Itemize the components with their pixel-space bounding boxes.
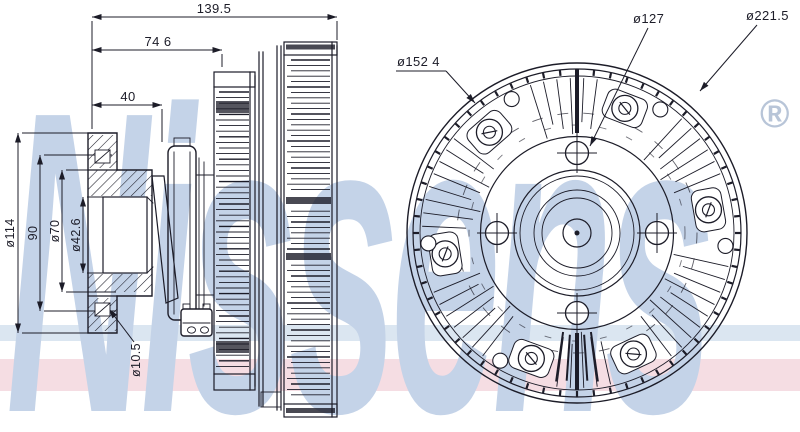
background-band-pink <box>0 359 800 391</box>
small-holes <box>420 91 734 369</box>
small-hole <box>503 91 520 108</box>
small-hole <box>652 101 669 118</box>
front-view: ø152 4 ø127 ø221.5 <box>396 8 789 404</box>
mounting-hole <box>557 133 597 173</box>
callout-inner-diameter: ø152 4 <box>396 54 476 104</box>
screw-head <box>601 88 648 129</box>
hub-flange-section <box>87 132 154 334</box>
callout-bolt-circle-diameter: ø127 <box>589 11 664 147</box>
dim-label-bolt-circle: 90 <box>26 226 40 241</box>
dimension-body-length: 74 6 <box>92 34 223 67</box>
dimension-bore-diameter: ø42.6 <box>69 196 103 274</box>
drive-disc-section <box>151 175 179 304</box>
dim-label-hub-length: 40 <box>120 89 135 104</box>
screw-head <box>466 109 513 155</box>
dim-label-body-length: 74 6 <box>145 34 172 49</box>
separator-plate <box>258 45 282 411</box>
mounting-hole <box>477 213 517 253</box>
mounting-hole <box>637 213 677 253</box>
bearing-housing <box>167 137 214 321</box>
dim-label-inner-diameter: ø152 4 <box>397 54 440 69</box>
dim-label-hole-diameter: ø10.5 <box>129 343 143 377</box>
dimension-flange-diameter: ø114 <box>3 132 102 334</box>
small-hole <box>420 235 437 252</box>
mounting-bolt-holes <box>477 133 677 333</box>
registered-trademark-icon: ® <box>760 92 790 136</box>
screw-head <box>610 333 657 375</box>
dimension-overall-length: 139.5 <box>91 1 338 129</box>
small-hole <box>492 352 509 369</box>
fin-bank-outer <box>283 41 338 418</box>
mounting-hole <box>557 293 597 333</box>
radial-fins <box>422 69 729 390</box>
dimension-hub-length: 40 <box>92 89 163 142</box>
dim-label-outer-diameter: ø221.5 <box>746 8 789 23</box>
dim-label-bolt-circle-diameter: ø127 <box>633 11 664 26</box>
dim-label-flange-diameter: ø114 <box>3 218 17 247</box>
callout-outer-diameter: ø221.5 <box>699 8 789 92</box>
fin-bank-inner <box>213 71 256 391</box>
dim-label-bore-diameter: ø42.6 <box>69 218 83 252</box>
dim-label-pilot-diameter: ø70 <box>48 220 62 243</box>
dim-label-overall-length: 139.5 <box>197 1 232 16</box>
screw-head <box>427 231 463 277</box>
side-section-view: 139.5 74 6 40 ø114 <box>3 1 338 418</box>
screw-head <box>508 338 555 378</box>
small-hole <box>717 237 734 255</box>
screw-heads <box>427 88 727 378</box>
electrical-connector <box>180 303 213 337</box>
screw-head <box>690 187 727 233</box>
